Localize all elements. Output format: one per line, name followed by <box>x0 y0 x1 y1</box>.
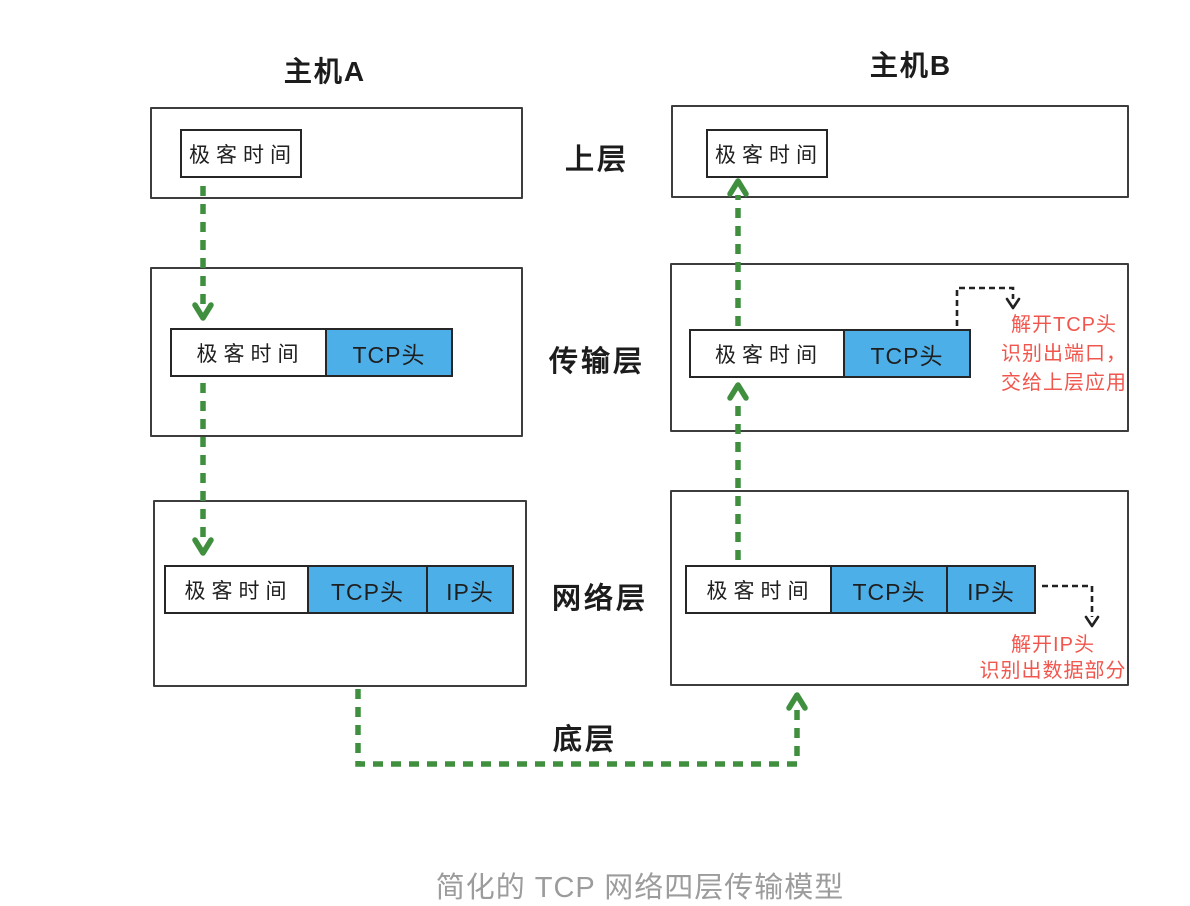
layer-label-upper: 上层 <box>564 144 629 176</box>
annotation-unpack-ip: 解开IP头 识别出数据部分 <box>978 632 1128 684</box>
host-a-upper-packet: 极客时间 <box>180 129 302 178</box>
packet-data-segment: 极客时间 <box>170 328 327 377</box>
host-b-transport-packet: 极客时间 TCP头 <box>689 329 971 378</box>
packet-ip-segment: IP头 <box>426 565 514 614</box>
host-a-label: 主机A <box>283 56 367 87</box>
layer-label-bottom: 底层 <box>552 724 617 756</box>
packet-data-segment: 极客时间 <box>180 129 302 178</box>
annotation-line: 交给上层应用 <box>1001 372 1127 394</box>
packet-data-segment: 极客时间 <box>164 565 309 614</box>
diagram-title: 简化的 TCP 网络四层传输模型 <box>435 872 845 904</box>
host-a-transport-packet: 极客时间 TCP头 <box>170 328 453 377</box>
packet-tcp-segment: TCP头 <box>325 328 453 377</box>
annotation-line: 识别出数据部分 <box>979 660 1127 682</box>
host-b-upper-packet: 极客时间 <box>706 129 828 178</box>
annotation-unpack-tcp: 解开TCP头 识别出端口， 交给上层应用 <box>995 311 1133 398</box>
packet-tcp-segment: TCP头 <box>307 565 428 614</box>
packet-tcp-segment: TCP头 <box>843 329 971 378</box>
packet-data-segment: 极客时间 <box>689 329 845 378</box>
packet-tcp-segment: TCP头 <box>830 565 948 614</box>
host-a-network-packet: 极客时间 TCP头 IP头 <box>164 565 514 614</box>
annotation-line: 解开TCP头 <box>1011 314 1117 336</box>
host-b-network-packet: 极客时间 TCP头 IP头 <box>685 565 1036 614</box>
layer-label-network: 网络层 <box>551 583 648 615</box>
packet-data-segment: 极客时间 <box>685 565 832 614</box>
packet-ip-segment: IP头 <box>946 565 1036 614</box>
annotation-line: 识别出端口， <box>1001 343 1127 365</box>
annotation-line: 解开IP头 <box>1011 634 1095 656</box>
host-b-label: 主机B <box>869 50 953 81</box>
layer-label-transport: 传输层 <box>548 346 645 378</box>
packet-data-segment: 极客时间 <box>706 129 828 178</box>
